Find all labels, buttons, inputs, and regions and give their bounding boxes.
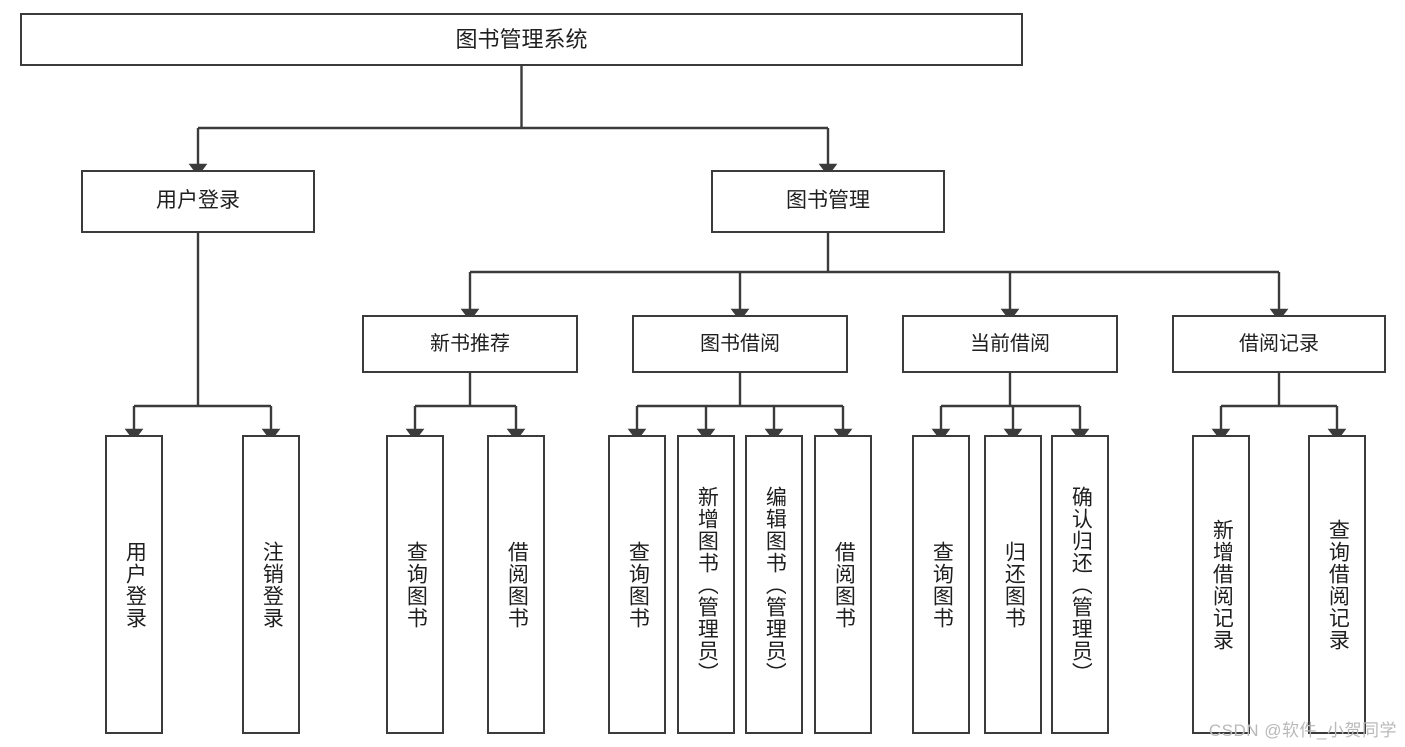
node-l-b-lend[interactable]: 借阅图书 — [814, 435, 872, 734]
node-borrow[interactable]: 图书借阅 — [632, 315, 848, 373]
node-label: 新增图书（管理员） — [695, 485, 719, 684]
node-label: 查询借阅记录 — [1326, 518, 1350, 651]
node-l-nb-borrow[interactable]: 借阅图书 — [487, 435, 545, 734]
node-label: 编辑图书（管理员） — [763, 485, 787, 684]
node-l-c-query[interactable]: 查询图书 — [912, 435, 970, 734]
node-current[interactable]: 当前借阅 — [902, 315, 1118, 373]
node-label: 新增借阅记录 — [1210, 518, 1234, 651]
node-l-c-confirm[interactable]: 确认归还（管理员） — [1051, 435, 1109, 734]
node-newbook[interactable]: 新书推荐 — [362, 315, 578, 373]
node-l-c-return[interactable]: 归还图书 — [984, 435, 1042, 734]
node-l-b-edit[interactable]: 编辑图书（管理员） — [745, 435, 803, 734]
node-l-r-add[interactable]: 新增借阅记录 — [1192, 435, 1250, 734]
node-label: 归还图书 — [1002, 540, 1026, 629]
csdn-watermark: CSDN @软件_小贺同学 — [1208, 721, 1397, 740]
node-label: 新书推荐 — [430, 332, 510, 355]
node-label: 借阅记录 — [1239, 332, 1319, 355]
node-label: 图书借阅 — [700, 332, 780, 355]
node-label: 注销登录 — [260, 540, 284, 629]
node-label: 查询图书 — [404, 540, 428, 629]
node-l-b-query[interactable]: 查询图书 — [608, 435, 666, 734]
node-bookmgmt[interactable]: 图书管理 — [711, 170, 945, 233]
node-l-r-query[interactable]: 查询借阅记录 — [1308, 435, 1366, 734]
node-label: 当前借阅 — [970, 332, 1050, 355]
node-l-b-add[interactable]: 新增图书（管理员） — [677, 435, 735, 734]
node-l-logout[interactable]: 注销登录 — [242, 435, 300, 734]
node-label: 图书管理系统 — [455, 26, 588, 52]
node-label: 确认归还（管理员） — [1069, 485, 1093, 684]
node-label: 图书管理 — [786, 189, 870, 213]
node-label: 用户登录 — [123, 540, 147, 629]
node-label: 查询图书 — [930, 540, 954, 629]
node-label: 借阅图书 — [832, 540, 856, 629]
node-login[interactable]: 用户登录 — [81, 170, 315, 233]
node-root[interactable]: 图书管理系统 — [20, 13, 1023, 66]
node-label: 查询图书 — [626, 540, 650, 629]
node-l-userlogin[interactable]: 用户登录 — [105, 435, 163, 734]
node-label: 用户登录 — [156, 189, 240, 213]
node-label: 借阅图书 — [505, 540, 529, 629]
node-l-nb-query[interactable]: 查询图书 — [386, 435, 444, 734]
node-records[interactable]: 借阅记录 — [1172, 315, 1386, 373]
